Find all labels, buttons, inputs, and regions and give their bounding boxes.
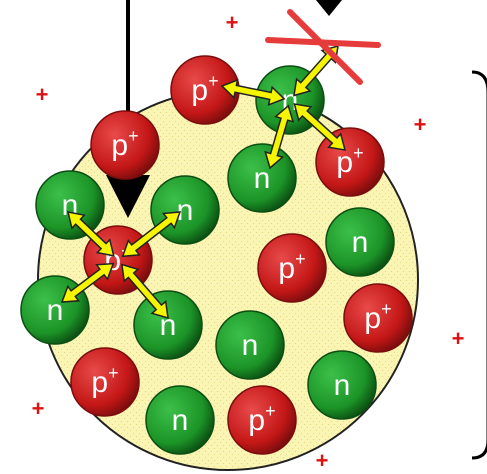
neutron: n: [227, 143, 297, 213]
positive-charge-sign: +: [36, 82, 49, 107]
blocked-cross-mark: [265, 9, 381, 85]
proton: p+: [227, 385, 297, 455]
positive-charge-sign: +: [452, 326, 465, 351]
positive-charge-sign: +: [414, 112, 427, 137]
strong-force-arrow: [66, 211, 115, 257]
strong-force-arrow: [293, 103, 347, 151]
proton-label: p+: [111, 126, 138, 162]
strong-force-arrow: [220, 78, 286, 106]
strong-force-arrow: [121, 211, 182, 258]
neutron-label: n: [177, 194, 194, 227]
neutron: n: [307, 350, 377, 420]
proton-label: p+: [364, 299, 391, 335]
proton-label: p+: [191, 71, 218, 107]
strong-force-arrow: [60, 262, 115, 303]
neutron-label: n: [352, 226, 369, 259]
bracket: [471, 70, 487, 460]
proton: p+: [90, 110, 160, 180]
proton-label: p+: [91, 363, 118, 399]
neutron: n: [145, 385, 215, 455]
neutron-label: n: [47, 294, 64, 327]
proton: p+: [70, 347, 140, 417]
neutron: n: [215, 310, 285, 380]
positive-charge-sign: +: [226, 10, 239, 35]
neutron: n: [150, 175, 220, 245]
positive-charge-sign: +: [32, 396, 45, 421]
proton: p+: [343, 283, 413, 353]
strong-force-arrow: [264, 104, 295, 170]
neutron-label: n: [172, 404, 189, 437]
proton: p+: [257, 233, 327, 303]
positive-charge-sign: +: [316, 448, 329, 473]
neutron-label: n: [334, 369, 351, 402]
neutron: n: [133, 290, 203, 360]
neutron-label: n: [242, 329, 259, 362]
strong-force-arrow: [120, 263, 169, 320]
neutron: n: [35, 170, 105, 240]
proton-label: p+: [336, 143, 363, 179]
proton-label: p+: [248, 401, 275, 437]
neutron: n: [325, 207, 395, 277]
proton: p+: [170, 55, 240, 125]
incoming-arrow-right: [316, 0, 342, 16]
neutron-label: n: [254, 162, 271, 195]
proton-label: p+: [278, 249, 305, 285]
